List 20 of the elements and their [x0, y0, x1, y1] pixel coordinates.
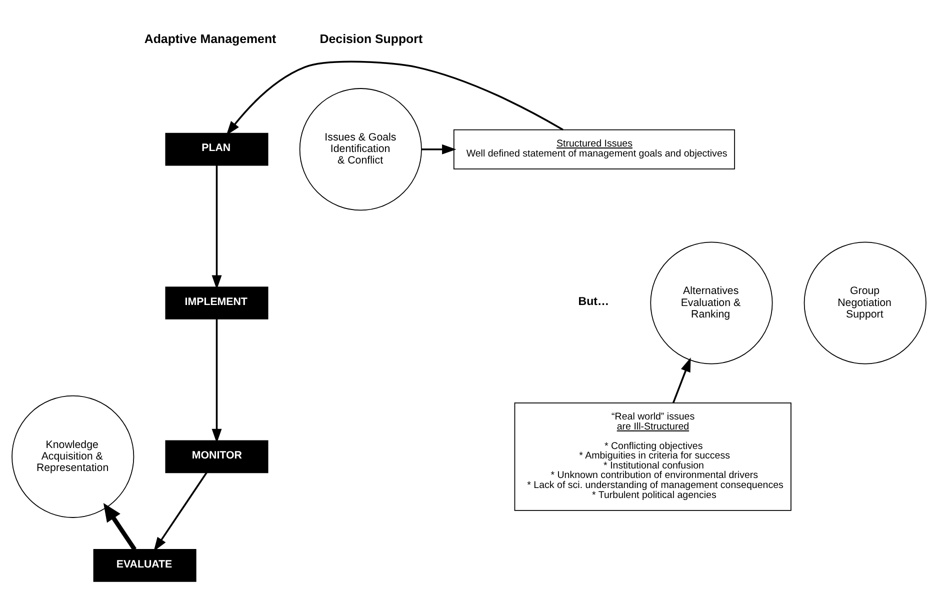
- arrow: [212, 318, 222, 443]
- node-box: IMPLEMENT: [165, 286, 268, 319]
- label: Adaptive Management: [144, 31, 276, 46]
- node-circle: Group Negotiation Support: [804, 241, 926, 364]
- node-box: MONITOR: [165, 440, 268, 473]
- arrow: [672, 357, 691, 403]
- node-circle: Alternatives Evaluation & Ranking: [650, 241, 773, 364]
- node-circle: Knowledge Acquisition & Representation: [12, 394, 134, 518]
- label: But…: [578, 296, 609, 308]
- arrow: [422, 144, 456, 154]
- arrow: [226, 60, 564, 135]
- node-box: EVALUATE: [93, 548, 196, 582]
- node-box: Structured Issues Well defined statement of management goals and objectives: [453, 128, 736, 169]
- arrow: [154, 472, 208, 551]
- label: Decision Support: [320, 31, 423, 46]
- node-box: PLAN: [165, 132, 268, 166]
- arrow: [212, 164, 222, 290]
- node-box: “Real world” issues are Ill-Structured * Conflicting objectives * Ambiguities in criteria for success * Institutional confusion * Unknown contribution of environmental drivers * Lack of sci. understanding of management consequences * Turbulent political agencies: [514, 402, 792, 510]
- node-circle: Issues & Goals Identification & Conflict: [299, 88, 422, 210]
- arrow: [103, 502, 136, 550]
